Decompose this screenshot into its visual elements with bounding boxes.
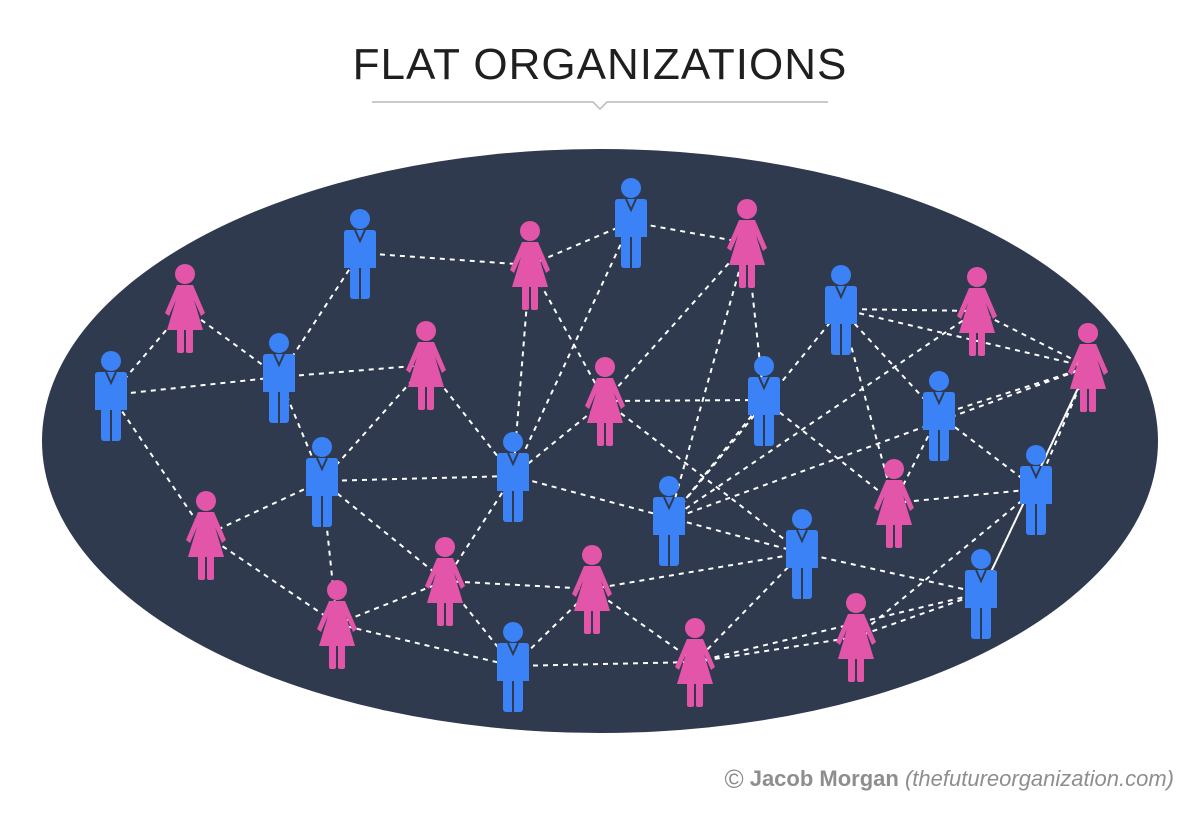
female-person-icon [572,545,612,634]
female-person-icon [585,357,625,446]
female-person-icon [874,459,914,548]
connection-line [855,592,982,638]
male-person-icon [306,437,338,527]
female-person-icon [425,537,465,626]
people-layer [95,178,1108,712]
connection-line [855,488,1037,638]
connection-line [840,308,940,416]
female-person-icon [317,580,357,669]
connection-line [359,252,531,266]
female-person-icon [957,267,997,356]
male-person-icon [344,209,376,299]
connection-line [668,366,1089,521]
connection-line [668,242,748,521]
connection-line [938,414,1037,490]
connection-line [512,661,696,667]
male-person-icon [1020,445,1052,535]
connection-line [604,400,803,554]
connection-line [668,310,978,521]
connection-line [205,480,323,536]
male-person-icon [653,476,685,566]
female-person-icon [510,221,550,310]
connection-line [694,636,857,663]
connection-line [980,366,1089,594]
connection-line [512,221,632,477]
page-title: FLAT ORGANIZATIONS [352,40,848,89]
connection-line [591,588,696,663]
female-person-icon [186,491,226,580]
female-person-icon [1068,323,1108,412]
connection-line [840,308,978,312]
credit-author: Jacob Morgan [749,766,899,791]
connection-line [801,552,982,594]
connection-line [529,221,632,266]
connection-line [205,534,338,625]
female-person-icon [675,618,715,707]
connection-line [278,364,427,378]
male-person-icon [748,356,780,446]
connection-line [976,310,1089,368]
connection-line [980,366,1089,594]
connection-line [336,623,514,667]
male-person-icon [497,432,529,522]
connection-line [604,399,765,402]
connection-line [444,580,593,590]
connection-line [763,399,895,504]
connection-line [321,480,446,582]
female-person-icon [727,199,767,288]
connection-line [321,475,514,482]
credit-site: (thefutureorganization.com) [904,766,1174,791]
male-person-icon [615,178,647,268]
male-person-icon [263,333,295,423]
connection-line [893,488,1037,504]
male-person-icon [825,265,857,355]
male-person-icon [497,622,529,712]
male-person-icon [965,549,997,639]
female-person-icon [165,264,205,353]
male-person-icon [923,371,955,461]
connection-line [110,376,280,396]
connection-line [840,308,1089,368]
female-person-icon [836,593,876,682]
connection-line [110,394,207,536]
connection-line [444,475,514,582]
copyright-icon: © [724,764,744,794]
male-person-icon [786,509,818,599]
female-person-icon [406,321,446,410]
male-person-icon [95,351,127,441]
connection-line [938,366,1089,416]
credit-line: ©Jacob Morgan (thefutureorganization.com… [725,764,1174,795]
title-underline [372,101,828,111]
